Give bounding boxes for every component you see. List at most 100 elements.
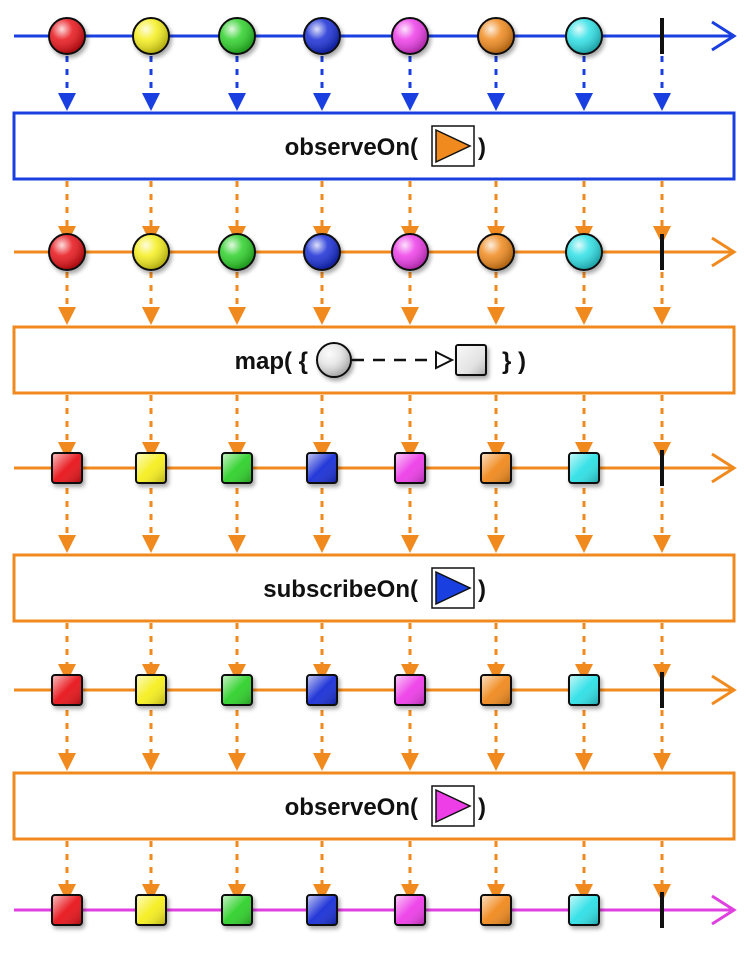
arrow-0-2 [228, 56, 246, 111]
timeline-arrowhead [711, 20, 737, 52]
arrow-2-6 [575, 272, 593, 325]
marble-gloss [570, 454, 598, 482]
arrowhead [142, 307, 160, 325]
marble-gloss [220, 19, 254, 53]
arrowhead [401, 535, 419, 553]
scheduler-triangle [435, 788, 472, 824]
arrowhead [653, 753, 671, 771]
arrowhead [401, 753, 419, 771]
arrow-7-5 [487, 841, 505, 902]
arrowhead [58, 535, 76, 553]
arrow-4-6 [575, 488, 593, 553]
arrow-0-5 [487, 56, 505, 111]
marble-gloss [567, 235, 601, 269]
operator-subscribeOn: subscribeOn() [12, 553, 736, 623]
arrow-7-6 [575, 841, 593, 902]
arrow-6-2 [228, 710, 246, 771]
arrowhead [228, 307, 246, 325]
arrowhead [401, 442, 419, 460]
marble-gloss [53, 454, 81, 482]
arrowhead [228, 442, 246, 460]
arrowhead [487, 884, 505, 902]
scheduler-triangle-icon [431, 125, 475, 167]
arrow-0-3 [313, 56, 331, 111]
operator-label: subscribeOn( [263, 576, 418, 603]
arrowhead [142, 442, 160, 460]
marble-gloss [308, 454, 336, 482]
arrowhead [142, 884, 160, 902]
operator-boxes: observeOn() map( {} ) subscribeOn() observe… [12, 111, 736, 841]
arrowhead [142, 535, 160, 553]
timelines [14, 17, 737, 928]
marble-red [51, 452, 83, 484]
arrow-2-0 [58, 272, 76, 325]
timeline-after-map [14, 450, 737, 486]
marble-red [51, 674, 83, 706]
marble-gloss [396, 896, 424, 924]
marble-magenta [394, 894, 426, 926]
arrowhead [58, 93, 76, 111]
arrow-5-0 [58, 623, 76, 682]
operator-box [12, 111, 736, 181]
icon-circle [316, 342, 352, 378]
arrowhead [313, 93, 331, 111]
arrow-2-5 [487, 272, 505, 325]
arrowhead [401, 93, 419, 111]
marble-gloss [396, 676, 424, 704]
marble-blue [303, 233, 341, 271]
marble-gloss [308, 896, 336, 924]
arrowhead [58, 442, 76, 460]
arrowhead [58, 307, 76, 325]
marble-gloss [134, 19, 168, 53]
marble-cyan [565, 233, 603, 271]
marble-green [218, 233, 256, 271]
marble-gloss [223, 676, 251, 704]
arrow-4-7 [653, 488, 671, 553]
operator-label: observeOn( [285, 134, 418, 161]
marble-green [221, 894, 253, 926]
arrow-6-6 [575, 710, 593, 771]
arrow-2-4 [401, 272, 419, 325]
marble-gloss [479, 19, 513, 53]
arrowhead [401, 664, 419, 682]
arrow-7-0 [58, 841, 76, 902]
arrowhead [313, 307, 331, 325]
marble-cyan [568, 894, 600, 926]
marble-blue [306, 894, 338, 926]
arrowhead [58, 753, 76, 771]
marble-gloss [393, 235, 427, 269]
arrow-4-4 [401, 488, 419, 553]
icon-arrowhead [435, 350, 455, 370]
arrowhead [487, 442, 505, 460]
marble-cyan [568, 674, 600, 706]
marble-gloss [305, 235, 339, 269]
arrow-6-5 [487, 710, 505, 771]
marble-gloss [393, 19, 427, 53]
arrowhead [142, 664, 160, 682]
arrowhead [575, 442, 593, 460]
marble-gloss [396, 454, 424, 482]
arrowhead [228, 535, 246, 553]
icon-square [455, 344, 487, 376]
operator-map: map( {} ) [12, 325, 736, 395]
marble-gloss [50, 19, 84, 53]
marble-green [218, 17, 256, 55]
operator-observeOn-2: observeOn() [12, 771, 736, 841]
arrow-5-2 [228, 623, 246, 682]
marble-yellow [132, 17, 170, 55]
marble-magenta [394, 674, 426, 706]
arrow-4-0 [58, 488, 76, 553]
arrow-2-2 [228, 272, 246, 325]
marble-orange [480, 452, 512, 484]
marble-cyan [565, 17, 603, 55]
marble-orange [480, 674, 512, 706]
marble-blue [306, 452, 338, 484]
marble-magenta [394, 452, 426, 484]
arrow-7-2 [228, 841, 246, 902]
arrowhead [575, 884, 593, 902]
arrowhead [401, 307, 419, 325]
operator-box [12, 771, 736, 841]
marble-gloss [567, 19, 601, 53]
arrow-6-1 [142, 710, 160, 771]
